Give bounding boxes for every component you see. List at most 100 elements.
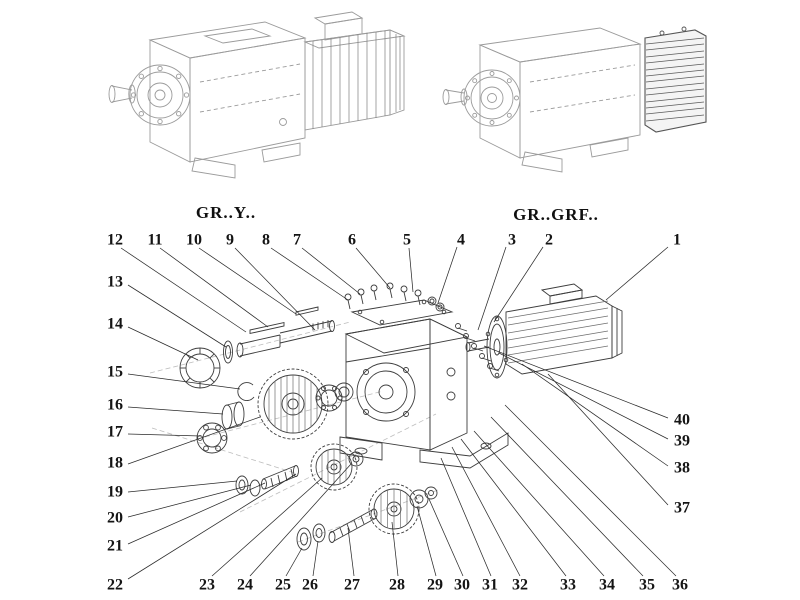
callout-number-36: 36 [672,577,688,594]
leader-line-33 [460,438,567,577]
leader-line-29 [416,505,437,577]
leader-line-5 [408,247,414,293]
callout-number-9: 9 [226,232,234,249]
callout-number-23: 23 [199,577,215,594]
leader-line-31 [440,457,492,577]
callout-number-1: 1 [673,232,681,249]
leader-line-16 [127,406,224,415]
callout-number-20: 20 [107,510,123,527]
callout-number-26: 26 [302,577,318,594]
leader-line-34 [473,430,605,577]
leader-line-15 [127,373,241,390]
callout-number-34: 34 [599,577,615,594]
leader-line-19 [127,480,238,493]
callout-number-13: 13 [107,274,123,291]
leader-line-39 [498,352,669,440]
cover-bolts [344,282,445,312]
callout-number-25: 25 [275,577,291,594]
callout-number-29: 29 [427,577,443,594]
callout-number-16: 16 [107,397,123,414]
leader-line-20 [127,484,252,518]
leader-line-26 [312,540,319,577]
leader-line-14 [127,326,199,361]
callout-number-39: 39 [674,433,690,450]
callout-number-22: 22 [107,577,123,594]
leader-line-3 [477,246,507,331]
callout-number-17: 17 [107,424,123,441]
callout-number-28: 28 [389,577,405,594]
ball-bearing-large [196,422,228,454]
callout-number-15: 15 [107,364,123,381]
leader-line-7 [301,247,361,295]
circlip [237,382,255,401]
callout-number-27: 27 [344,577,360,594]
leader-line-25 [285,547,303,577]
output-hub-right [442,69,521,127]
leader-line-40 [483,345,669,419]
leader-line-32 [451,446,521,577]
callout-number-24: 24 [237,577,253,594]
leader-line-13 [127,284,227,348]
leader-line-2 [493,246,544,323]
leader-line-24 [249,463,352,577]
callout-number-31: 31 [482,577,498,594]
motor-fins-left [312,31,401,129]
gear-housing [339,318,509,469]
leader-line-22 [127,473,297,580]
leader-line-18 [127,416,261,465]
ball-bearing-mid [315,382,354,412]
leader-line-30 [428,498,464,577]
pinion-shaft-small [235,465,299,497]
output-shaft-assembly [296,483,438,551]
callout-number-19: 19 [107,484,123,501]
assembled-view-gr-grf [442,26,707,173]
leader-line-17 [127,433,202,437]
variant-label-gr-y: GR..Y.. [195,203,257,222]
callout-number-33: 33 [560,577,576,594]
output-hub-left [108,64,191,126]
motor-exploded [465,283,623,379]
callout-number-18: 18 [107,455,123,472]
exploded-parts-view [149,282,623,551]
leader-line-21 [127,482,266,545]
callout-number-37: 37 [674,500,690,517]
assembled-view-gr-y [108,11,406,179]
shaft-key-short [295,306,319,316]
callout-number-4: 4 [457,232,465,249]
callout-number-5: 5 [403,232,411,249]
motor-fins-exploded [507,300,609,364]
leader-lines [120,246,677,580]
callout-number-40: 40 [674,412,690,429]
callout-number-7: 7 [293,232,301,249]
leader-line-6 [355,247,391,289]
callout-number-21: 21 [107,538,123,555]
leader-line-28 [391,521,399,577]
spacer-sleeve [221,401,245,430]
leader-line-38 [521,363,669,467]
axis-guide-lines [149,321,439,543]
gearbox-housing-right [478,27,642,173]
gearbox-housing-left [148,21,307,179]
callout-number-38: 38 [674,460,690,477]
callout-number-8: 8 [262,232,270,249]
callout-number-12: 12 [107,232,123,249]
callout-number-3: 3 [508,232,516,249]
leader-line-9 [234,247,316,331]
finned-block-right [644,26,707,133]
leader-line-36 [504,404,677,577]
leader-line-1 [605,246,669,301]
leader-line-35 [490,416,644,577]
leader-line-8 [270,247,349,301]
callout-number-2: 2 [545,232,553,249]
callout-number-30: 30 [454,577,470,594]
seal-washer [223,340,233,364]
leader-line-12 [120,247,247,333]
leader-line-37 [547,373,669,506]
callout-number-10: 10 [186,232,202,249]
intermediate-gear [310,443,364,491]
callout-number-14: 14 [107,316,123,333]
input-shaft-assembly [236,306,335,358]
housing-cover-plate [350,299,454,326]
